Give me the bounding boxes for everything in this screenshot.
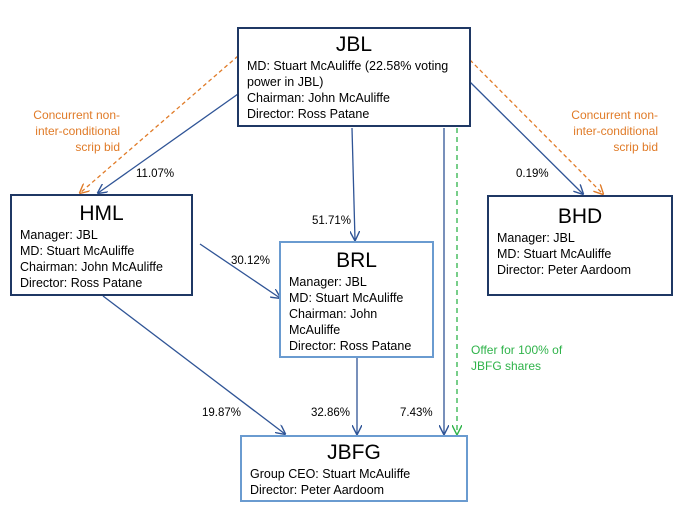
bhd-box: BHD Manager: JBL MD: Stuart McAuliffe Di… — [487, 195, 673, 296]
arrow-jbl-brl — [352, 127, 355, 240]
edge-label-hml-brl: 30.12% — [231, 255, 271, 267]
edge-label-jbl-bhd: 0.19% — [516, 168, 549, 180]
edge-label-jbl-jbfg: 7.43% — [400, 407, 433, 419]
bid-note-right: Concurrent non-inter-conditional scrip b… — [571, 108, 658, 154]
brl-manager-line: Manager: JBL — [289, 275, 367, 289]
bhd-director-line: Director: Peter Aardoom — [497, 263, 632, 277]
arrow-jbl-bhd — [469, 81, 583, 194]
hml-title: HML — [79, 202, 124, 225]
jbl-md-line: MD: Stuart McAuliffe (22.58% voting powe… — [247, 59, 449, 89]
jbl-box: JBL MD: Stuart McAuliffe (22.58% voting … — [237, 27, 471, 127]
edge-label-brl-jbfg: 32.86% — [311, 407, 351, 419]
brl-box: BRL Manager: JBL MD: Stuart McAuliffe Ch… — [279, 241, 434, 358]
arrow-jbl-hml — [98, 93, 239, 193]
edge-label-jbl-hml: 11.07% — [136, 168, 175, 180]
edge-label-hml-jbfg: 19.87% — [202, 407, 242, 419]
bid-arrow-right — [469, 59, 603, 194]
jbl-title: JBL — [335, 33, 373, 56]
arrow-hml-brl — [199, 243, 280, 298]
jbl-chairman-line: Chairman: John McAuliffe — [247, 91, 390, 105]
brl-director-line: Director: Ross Patane — [289, 339, 412, 353]
edge-label-jbl-brl: 51.71% — [312, 215, 352, 227]
arrow-hml-jbfg — [102, 295, 285, 434]
jbl-director-line: Director: Ross Patane — [247, 107, 370, 121]
offer-note: Offer for 100% of JBFG shares — [471, 343, 563, 373]
bid-note-left: Concurrent non-inter-conditional scrip b… — [33, 108, 120, 154]
bhd-title: BHD — [557, 205, 603, 228]
brl-title: BRL — [336, 249, 377, 272]
bhd-md-line: MD: Stuart McAuliffe — [497, 247, 612, 261]
jbfg-box: JBFG Group CEO: Stuart McAuliffe Directo… — [240, 435, 468, 502]
hml-manager-line: Manager: JBL — [20, 228, 98, 242]
hml-md-line: MD: Stuart McAuliffe — [20, 244, 135, 258]
brl-md-line: MD: Stuart McAuliffe — [289, 291, 404, 305]
hml-box: HML Manager: JBL MD: Stuart McAuliffe Ch… — [10, 194, 193, 296]
hml-chairman-line: Chairman: John McAuliffe — [20, 260, 163, 274]
bhd-manager-line: Manager: JBL — [497, 231, 575, 245]
brl-chairman-line: Chairman: John McAuliffe — [289, 307, 378, 337]
jbfg-title: JBFG — [327, 441, 381, 464]
jbfg-director-line: Director: Peter Aardoom — [250, 483, 385, 497]
jbfg-ceo-line: Group CEO: Stuart McAuliffe — [250, 467, 411, 481]
hml-director-line: Director: Ross Patane — [20, 276, 143, 290]
